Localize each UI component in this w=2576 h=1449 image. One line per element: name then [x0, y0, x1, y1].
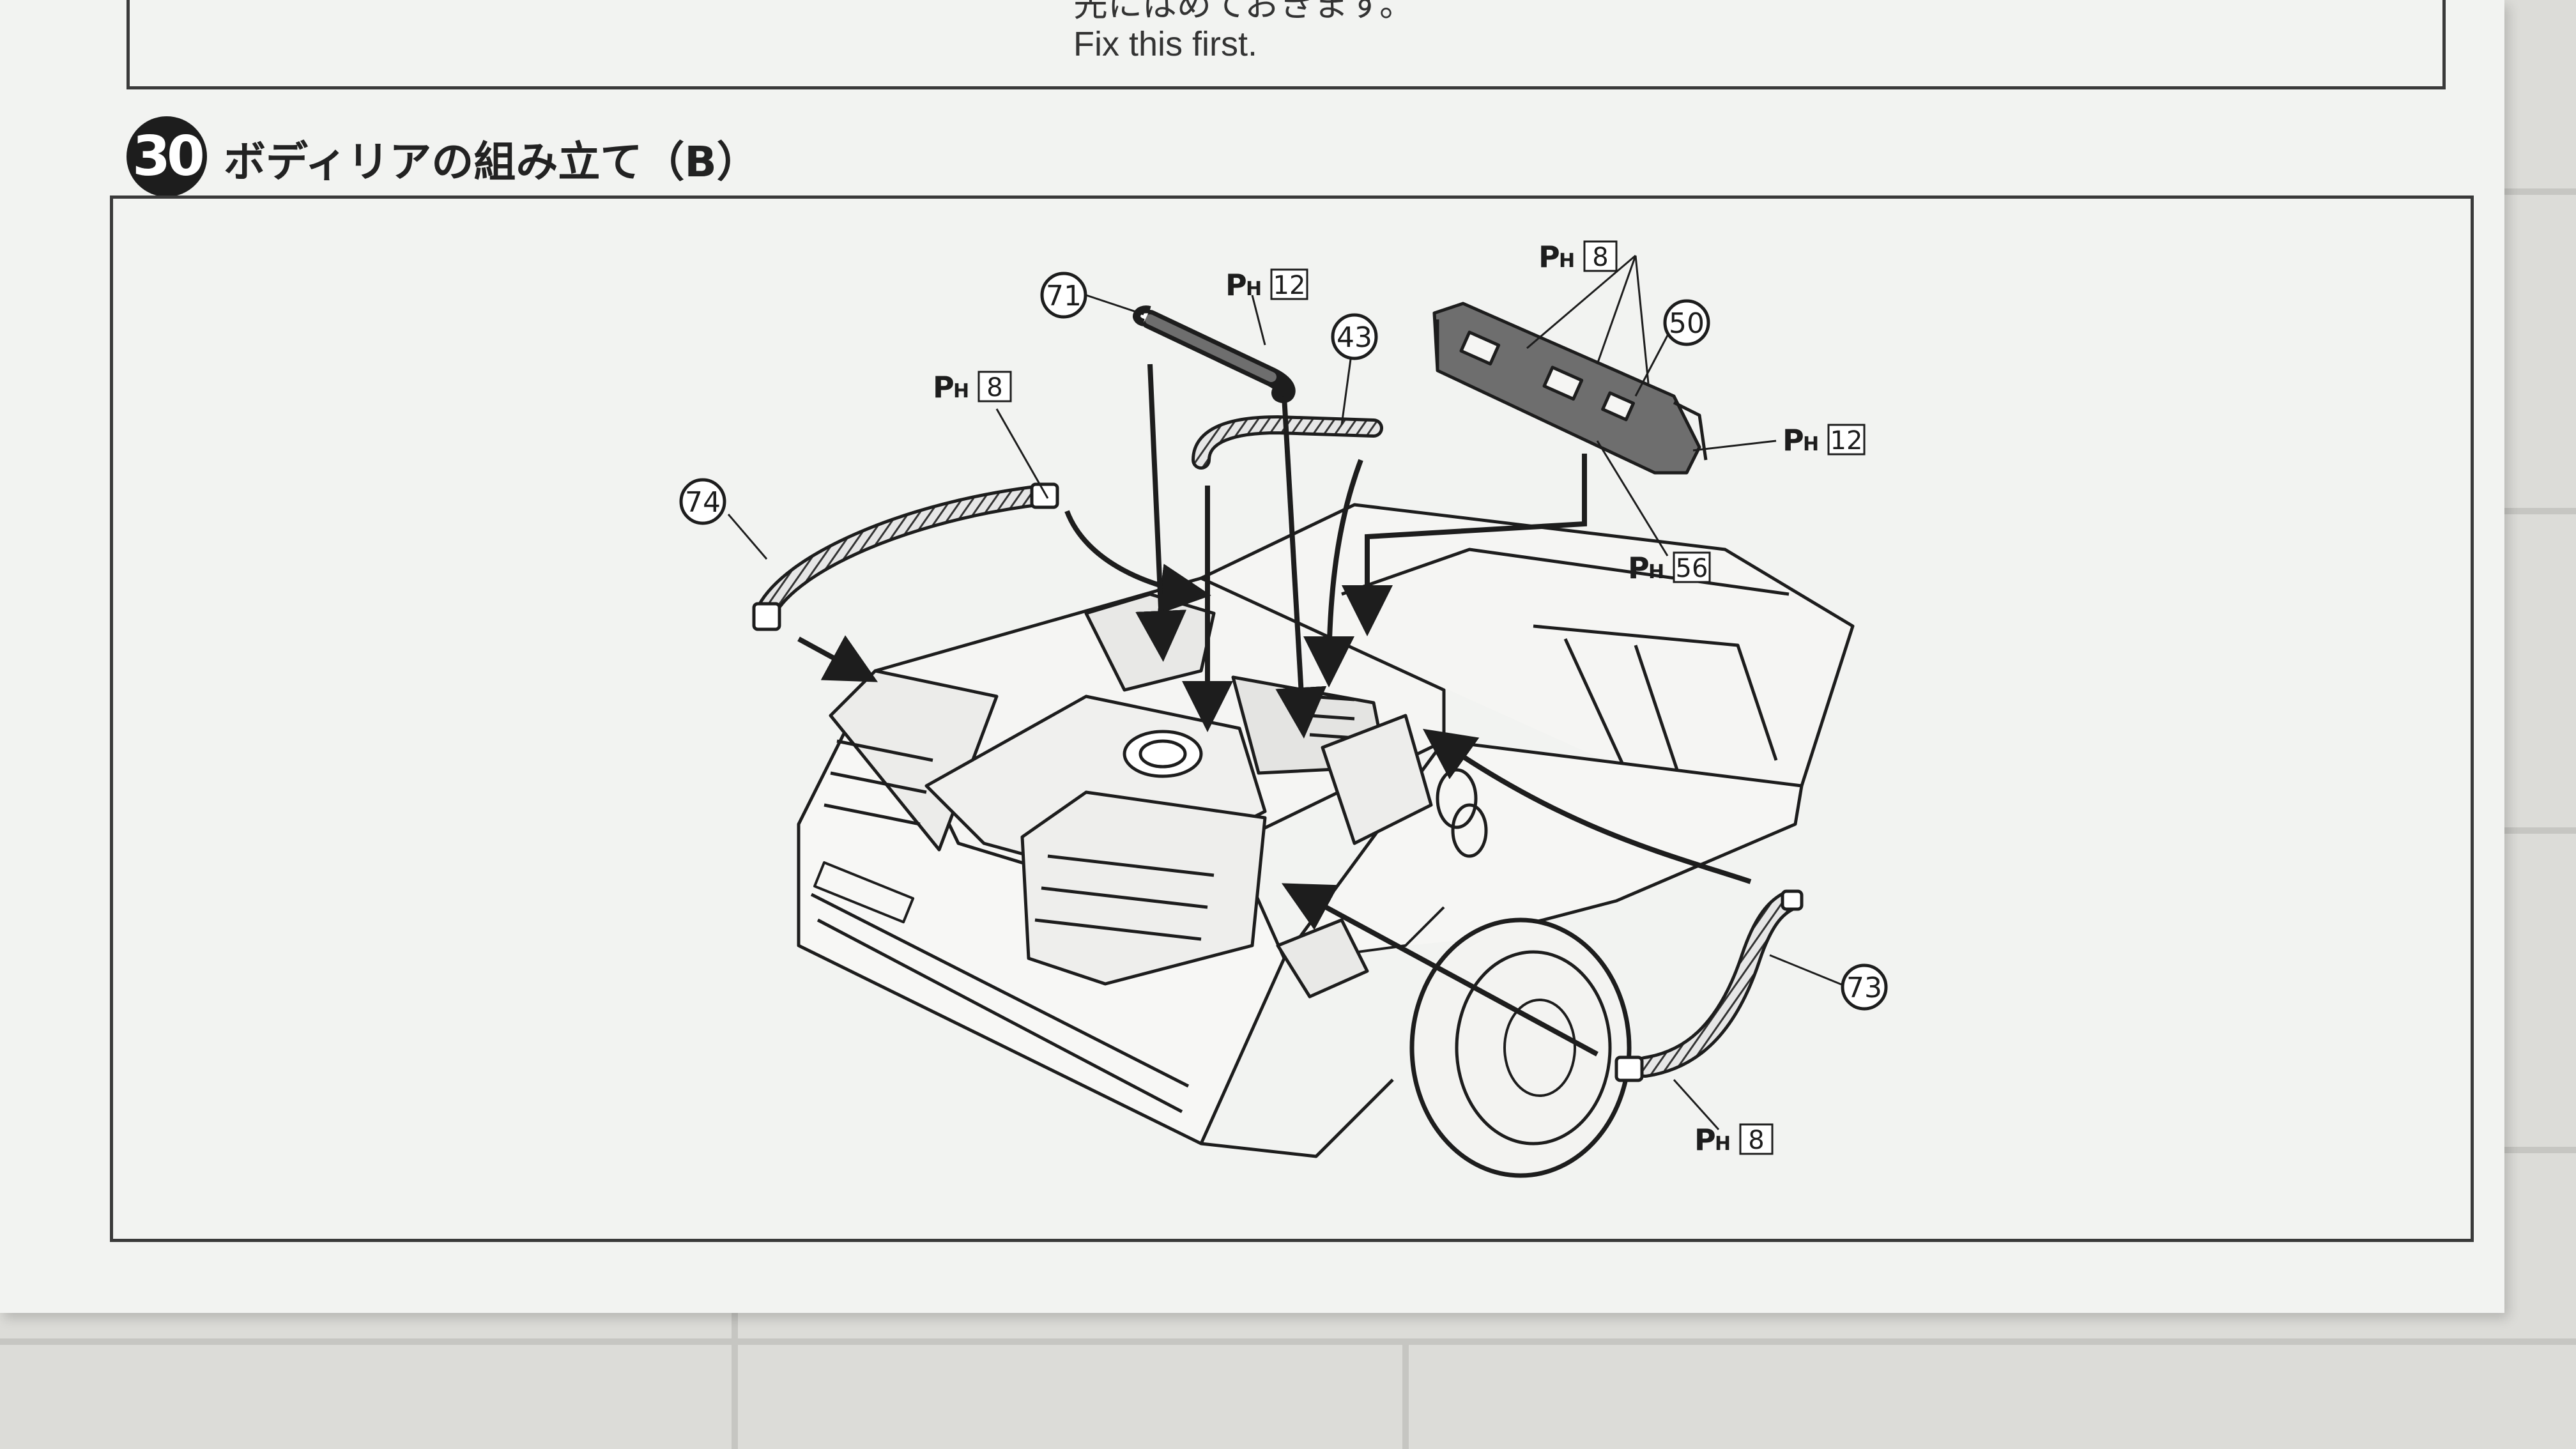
- svg-text:H: H: [1246, 278, 1262, 300]
- car-body-rear: [797, 503, 1855, 1178]
- svg-text:8: 8: [986, 373, 1002, 402]
- svg-text:P: P: [1694, 1123, 1716, 1157]
- svg-text:H: H: [953, 380, 969, 402]
- svg-text:56: 56: [1676, 554, 1708, 583]
- svg-text:H: H: [1648, 561, 1664, 583]
- step-number-badge: 30: [126, 116, 207, 197]
- part-50-bracket: [1432, 302, 1708, 475]
- svg-text:H: H: [1803, 433, 1819, 456]
- svg-text:50: 50: [1669, 307, 1705, 340]
- svg-text:74: 74: [685, 486, 721, 519]
- svg-text:8: 8: [1748, 1126, 1764, 1155]
- ph-size-tag: P H 56: [1628, 551, 1711, 585]
- top-note-english: Fix this first.: [1073, 25, 1258, 63]
- part-number-73: 73: [1841, 963, 1888, 1011]
- svg-text:12: 12: [1830, 426, 1863, 456]
- svg-text:71: 71: [1046, 280, 1082, 312]
- previous-step-frame: [126, 0, 2446, 89]
- part-74-hose: [752, 482, 1059, 631]
- leader-lines: [727, 254, 1844, 1131]
- ph-size-tag: P H 12: [1225, 268, 1308, 302]
- svg-text:P: P: [1628, 551, 1650, 585]
- step-title: ボディリアの組み立て（B）: [224, 137, 759, 187]
- svg-text:12: 12: [1273, 271, 1306, 300]
- svg-text:43: 43: [1337, 321, 1372, 354]
- svg-text:P: P: [1225, 268, 1247, 302]
- ph-size-tag: P H 8: [933, 370, 1012, 404]
- instruction-sheet: 先にはめておきます。 Fix this first. 30 ボディリアの組み立て…: [0, 0, 2504, 1313]
- part-number-74: 74: [679, 478, 726, 525]
- part-number-50: 50: [1663, 299, 1710, 346]
- svg-text:8: 8: [1592, 243, 1608, 272]
- part-number-43: 43: [1331, 313, 1378, 360]
- assembly-diagram: 71 43 50 74 73 P H 12 P H 8: [679, 240, 1888, 1178]
- svg-text:P: P: [1782, 423, 1804, 457]
- part-71-hose: [1133, 305, 1296, 403]
- ph-size-tag: P H 12: [1782, 423, 1866, 457]
- svg-text:H: H: [1715, 1133, 1731, 1155]
- part-43-hose: [1192, 415, 1383, 470]
- part-73-hose: [1614, 889, 1804, 1082]
- svg-text:P: P: [933, 370, 954, 404]
- part-number-71: 71: [1040, 272, 1087, 319]
- step-frame: [110, 195, 2474, 1242]
- svg-text:H: H: [1559, 250, 1575, 272]
- ph-size-tag: P H 8: [1538, 240, 1618, 274]
- assembly-arrows: [797, 364, 1752, 1057]
- svg-text:P: P: [1538, 240, 1560, 274]
- top-note-japanese: 先にはめておきます。: [1073, 0, 1414, 24]
- svg-text:73: 73: [1846, 972, 1882, 1004]
- ph-size-tag: P H 8: [1694, 1123, 1774, 1157]
